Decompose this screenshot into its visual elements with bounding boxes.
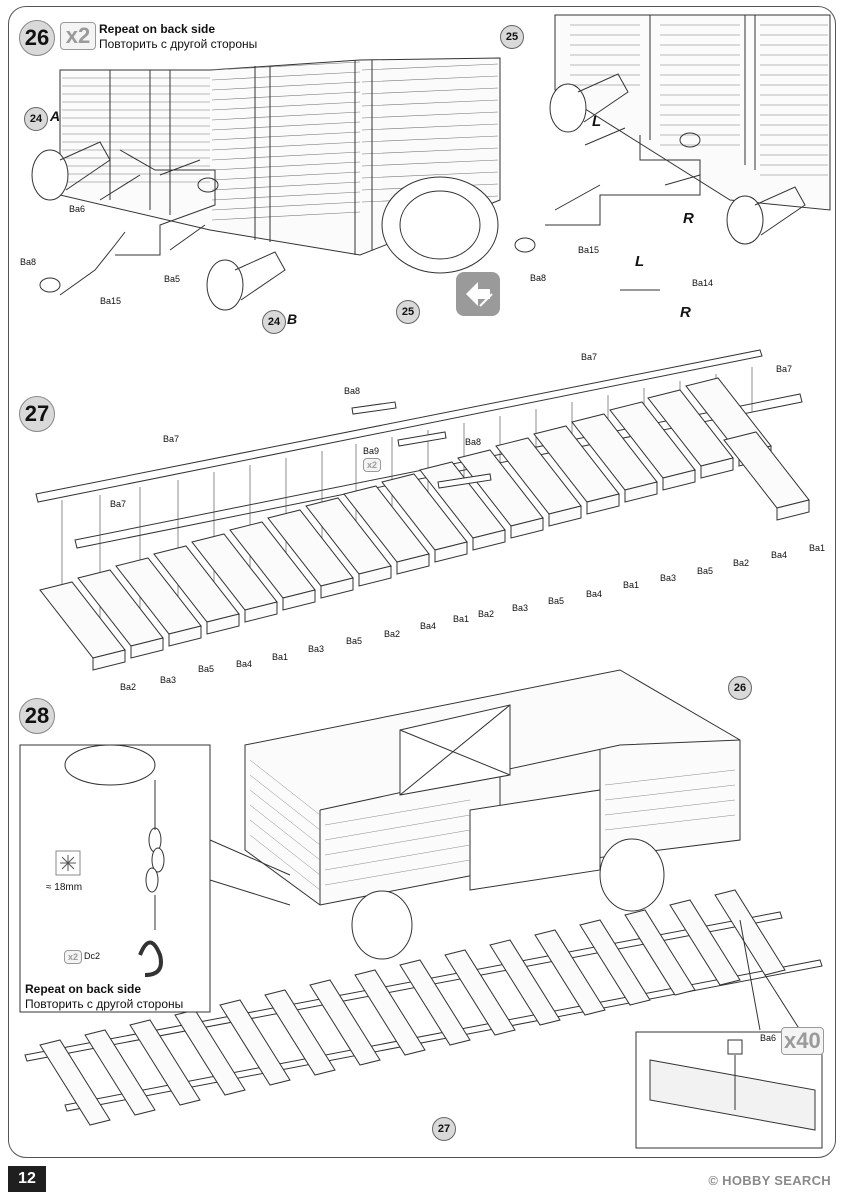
part-ba6: Ba6 — [69, 204, 86, 214]
track — [24, 889, 823, 1126]
sleeper-label-15: Ba1 — [623, 580, 640, 590]
part-ba8-left: Ba8 — [20, 257, 37, 267]
step-26-note-ru: Повторить с другой стороны — [99, 37, 258, 51]
letter-a: A — [50, 108, 61, 124]
step-28-note-en: Repeat on back side — [25, 982, 142, 996]
rail-ba7-4: Ba7 — [110, 499, 127, 509]
part-ba15-right: Ba15 — [578, 245, 600, 255]
sleeper-label-13: Ba5 — [548, 596, 565, 606]
label-r-2: R — [680, 304, 691, 321]
page-number: 12 — [8, 1166, 46, 1192]
letter-b: B — [287, 311, 298, 327]
wagon-end-right — [514, 14, 831, 291]
sleeper-label-8: Ba2 — [384, 629, 401, 639]
part-ba9-multiplier: x2 — [363, 458, 381, 472]
part-dc2: Dc2 — [84, 951, 101, 961]
sleeper-label-12: Ba3 — [512, 603, 529, 613]
step-26-note: Repeat on back side Повторить с другой с… — [99, 22, 257, 52]
sleeper-label-11: Ba2 — [478, 609, 495, 619]
callout-24b: 24 — [262, 310, 286, 334]
sleeper-label-6: Ba3 — [308, 644, 325, 654]
chain-length: ≈ 18mm — [46, 882, 83, 893]
step-27-number: 27 — [19, 396, 55, 432]
sleeper-label-20: Ba1 — [809, 543, 826, 553]
page-frame — [8, 6, 836, 1158]
sleeper-label-10: Ba1 — [453, 614, 470, 624]
callout-27: 27 — [432, 1117, 456, 1141]
sleeper-label-1: Ba2 — [120, 682, 137, 692]
sleeper-label-3: Ba5 — [198, 664, 215, 674]
callout-25-left: 25 — [396, 300, 420, 324]
part-ba8-mid: Ba8 — [465, 437, 482, 447]
watermark: © HOBBY SEARCH — [708, 1173, 831, 1188]
sleeper-label-17: Ba5 — [697, 566, 714, 576]
sleeper-label-2: Ba3 — [160, 675, 177, 685]
label-l-1: L — [592, 113, 602, 130]
ba6-multiplier: x40 — [781, 1027, 824, 1055]
sleeper-label-5: Ba1 — [272, 652, 289, 662]
sleeper-label-18: Ba2 — [733, 558, 750, 568]
part-ba6-detail: Ba6 — [760, 1033, 777, 1043]
step-26-number: 26 — [19, 20, 55, 56]
buffers-left — [31, 141, 286, 311]
wagon-end-left — [59, 57, 501, 274]
step-26-note-en: Repeat on back side — [99, 22, 216, 36]
step-28-note: Repeat on back side Повторить с другой с… — [25, 982, 183, 1012]
step-28-note-ru: Повторить с другой стороны — [25, 997, 184, 1011]
part-ba14: Ba14 — [692, 278, 714, 288]
sleepers — [39, 377, 810, 671]
callout-24a: 24 — [24, 107, 48, 131]
part-ba8-top: Ba8 — [344, 386, 361, 396]
dc2-multiplier: x2 — [64, 950, 82, 964]
label-r-1: R — [683, 210, 694, 227]
rail-ba7-1: Ba7 — [581, 352, 598, 362]
part-ba9: Ba9 — [363, 446, 380, 456]
callout-26: 26 — [728, 676, 752, 700]
sleeper-label-14: Ba4 — [586, 589, 603, 599]
sleeper-label-4: Ba4 — [236, 659, 253, 669]
sleeper-label-16: Ba3 — [660, 573, 677, 583]
wagon-full — [244, 669, 741, 960]
callout-25-right: 25 — [500, 25, 524, 49]
label-l-2: L — [635, 253, 645, 270]
step-28-number: 28 — [19, 698, 55, 734]
step-26-multiplier: x2 — [60, 22, 96, 50]
part-ba8-right: Ba8 — [530, 273, 547, 283]
part-ba5: Ba5 — [164, 274, 181, 284]
rail-ba7-3: Ba7 — [163, 434, 180, 444]
sleeper-label-7: Ba5 — [346, 636, 363, 646]
sleeper-label-19: Ba4 — [771, 550, 788, 560]
sleeper-label-9: Ba4 — [420, 621, 437, 631]
part-ba15-left: Ba15 — [100, 296, 122, 306]
rail-ba7-2: Ba7 — [776, 364, 793, 374]
